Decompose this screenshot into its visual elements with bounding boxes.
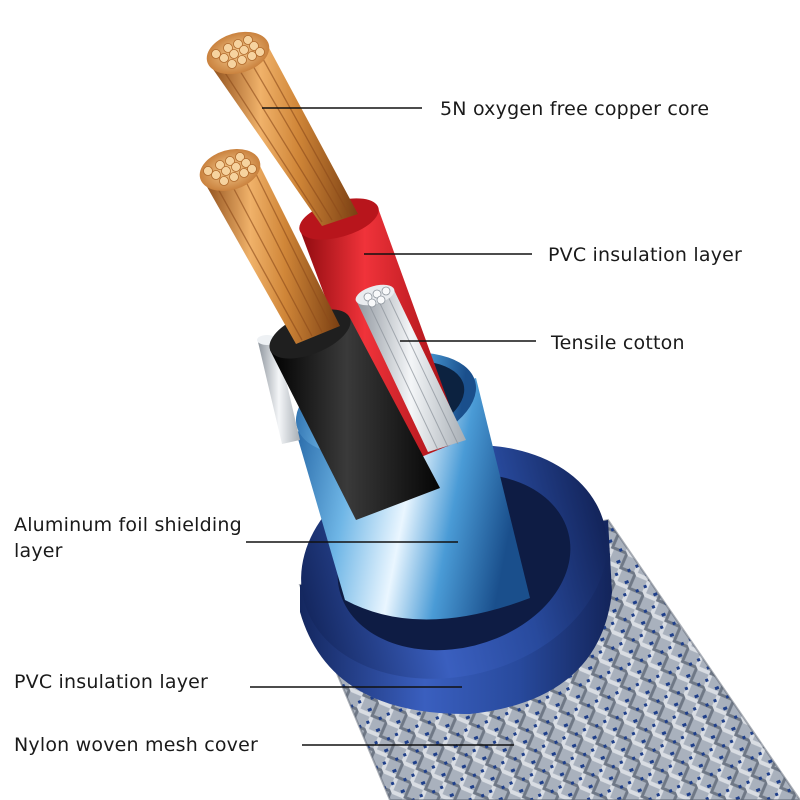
black-conductor: [199, 148, 440, 520]
label-copper-core: 5N oxygen free copper core: [440, 98, 710, 120]
label-pvc-outer: PVC insulation layer: [14, 671, 209, 693]
label-foil-shield: Aluminum foil shielding layer: [14, 514, 242, 562]
label-tensile-cotton: Tensile cotton: [551, 332, 685, 354]
tensile-cotton-right: [355, 284, 466, 452]
label-pvc-inner: PVC insulation layer: [548, 244, 743, 266]
label-mesh-cover: Nylon woven mesh cover: [14, 734, 259, 756]
